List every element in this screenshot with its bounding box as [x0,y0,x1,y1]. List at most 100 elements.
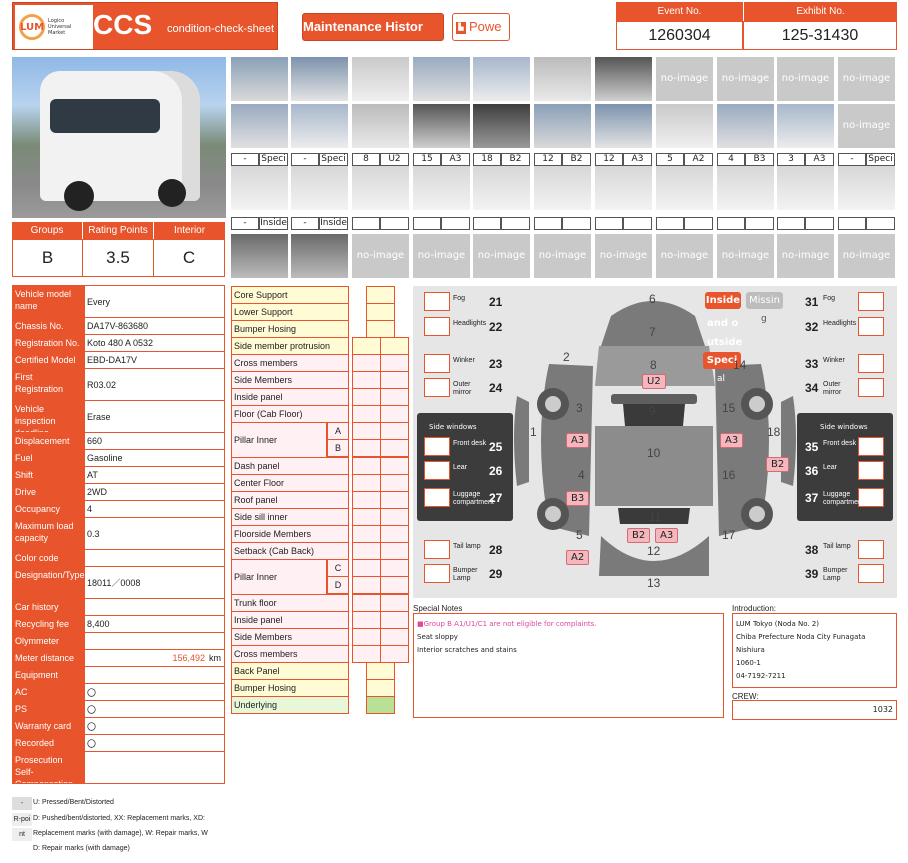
check-box-left[interactable] [424,317,450,336]
check-cell[interactable] [380,439,409,457]
damage-mark[interactable]: B3 [566,491,590,506]
thumb-photo[interactable] [777,104,834,148]
thumb-noimage[interactable]: no-image [717,57,774,101]
check-cell[interactable] [366,662,395,680]
thumb-photo[interactable] [231,234,288,278]
check-cell[interactable] [366,320,395,338]
check-cell[interactable] [352,611,381,629]
check-cell[interactable] [380,628,409,646]
check-cell[interactable] [352,559,381,577]
thumb-noimage[interactable]: no-image [352,234,409,278]
check-cell[interactable] [352,594,381,612]
window-box-left[interactable] [424,461,450,480]
thumb-photo[interactable] [413,104,470,148]
check-cell[interactable] [366,679,395,697]
check-cell[interactable] [352,474,381,492]
thumb-noimage[interactable]: no-image [656,57,713,101]
damage-mark[interactable]: B2 [766,457,790,472]
check-cell[interactable] [380,388,409,406]
window-box-left[interactable] [424,437,450,456]
check-cell[interactable] [352,576,381,594]
check-cell[interactable] [352,422,381,440]
thumb-photo[interactable] [473,166,530,210]
check-cell[interactable] [352,337,381,355]
damage-mark[interactable]: B2 [627,528,651,543]
check-box-left[interactable] [424,540,450,559]
check-cell[interactable] [380,371,409,389]
window-box-right[interactable] [858,461,884,480]
check-cell[interactable] [352,388,381,406]
check-cell[interactable] [380,491,409,509]
thumb-photo[interactable] [291,166,348,210]
thumb-photo[interactable] [231,166,288,210]
check-cell[interactable] [380,457,409,475]
thumb-photo[interactable] [413,166,470,210]
damage-mark[interactable]: A3 [655,528,679,543]
thumb-noimage[interactable]: no-image [656,234,713,278]
check-box-right[interactable] [858,292,884,311]
check-box-right[interactable] [858,378,884,397]
check-box-left[interactable] [424,292,450,311]
check-cell[interactable] [352,508,381,526]
check-cell[interactable] [352,628,381,646]
thumb-noimage[interactable]: no-image [777,234,834,278]
thumb-photo[interactable] [352,166,409,210]
thumb-noimage[interactable]: no-image [473,234,530,278]
thumb-photo[interactable] [473,104,530,148]
check-cell[interactable] [380,474,409,492]
check-cell[interactable] [366,303,395,321]
damage-mark[interactable]: A2 [566,550,590,565]
thumb-photo[interactable] [291,234,348,278]
maintenance-history-button[interactable]: Maintenance Histor [302,13,444,41]
thumb-photo[interactable] [534,104,591,148]
thumb-photo[interactable] [777,166,834,210]
main-vehicle-photo[interactable] [12,57,226,218]
thumb-photo[interactable] [534,166,591,210]
check-box-right[interactable] [858,564,884,583]
thumb-photo[interactable] [291,104,348,148]
thumb-noimage[interactable]: no-image [717,234,774,278]
damage-mark[interactable]: A3 [720,433,744,448]
check-box-right[interactable] [858,354,884,373]
check-cell[interactable] [380,354,409,372]
damage-mark[interactable]: U2 [642,374,666,389]
damage-mark[interactable]: A3 [566,433,590,448]
check-cell[interactable] [352,439,381,457]
thumb-photo[interactable] [838,166,895,210]
special-toggle[interactable]: Speci [703,352,741,369]
check-cell[interactable] [352,525,381,543]
check-cell[interactable] [352,542,381,560]
thumb-photo[interactable] [656,166,713,210]
thumb-noimage[interactable]: no-image [838,234,895,278]
check-box-left[interactable] [424,354,450,373]
thumb-noimage[interactable]: no-image [777,57,834,101]
check-cell[interactable] [366,286,395,304]
thumb-photo[interactable] [656,104,713,148]
check-cell[interactable] [352,405,381,423]
check-cell[interactable] [380,559,409,577]
missing-toggle[interactable]: Missin [746,292,783,309]
thumb-photo[interactable] [352,57,409,101]
thumb-photo[interactable] [595,166,652,210]
check-cell[interactable] [352,371,381,389]
check-box-left[interactable] [424,564,450,583]
check-cell[interactable] [352,491,381,509]
thumb-photo[interactable] [231,57,288,101]
thumb-photo[interactable] [352,104,409,148]
check-cell[interactable] [380,594,409,612]
check-cell[interactable] [366,696,395,714]
thumb-photo[interactable] [231,104,288,148]
check-cell[interactable] [380,405,409,423]
thumb-photo[interactable] [595,57,652,101]
window-box-left[interactable] [424,488,450,507]
inside-toggle[interactable]: Inside [705,292,741,309]
check-cell[interactable] [380,542,409,560]
check-cell[interactable] [380,337,409,355]
thumb-photo[interactable] [717,166,774,210]
check-cell[interactable] [380,645,409,663]
window-box-right[interactable] [858,437,884,456]
thumb-noimage[interactable]: no-image [838,57,895,101]
thumb-photo[interactable] [595,104,652,148]
thumb-photo[interactable] [413,57,470,101]
thumb-noimage[interactable]: no-image [413,234,470,278]
